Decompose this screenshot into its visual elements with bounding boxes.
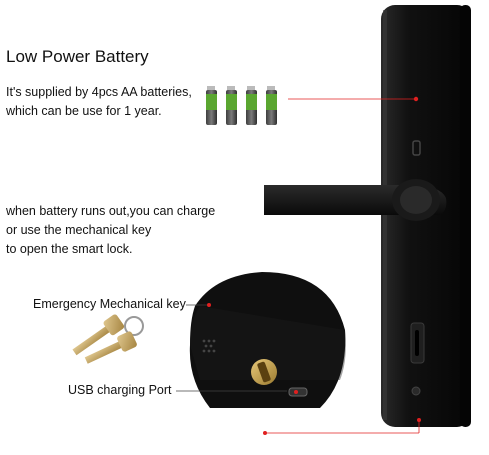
charge-description-line: when battery runs out,you can charge xyxy=(6,204,216,218)
battery-description: It's supplied by 4pcs AA batteries, whic… xyxy=(6,83,192,121)
battery-icons xyxy=(206,86,277,125)
battery-description-line: which can be use for 1 year. xyxy=(6,104,162,118)
mechanical-key-label: Emergency Mechanical key xyxy=(33,297,186,311)
key-callout-line xyxy=(186,303,211,307)
magnified-detail xyxy=(189,272,346,408)
keys-icon xyxy=(72,314,144,364)
bottom-callout-line xyxy=(263,418,421,435)
battery-callout-line xyxy=(288,96,419,102)
charge-description: when battery runs out,you can charge or … xyxy=(6,202,215,259)
key-cylinder-icon xyxy=(251,359,277,385)
sensor-icon xyxy=(412,140,421,156)
charge-description-line: to open the smart lock. xyxy=(6,242,133,256)
keyhole-icon xyxy=(410,322,425,396)
battery-description-line: It's supplied by 4pcs AA batteries, xyxy=(6,85,192,99)
usb-port-label: USB charging Port xyxy=(68,383,172,397)
charge-description-line: or use the mechanical key xyxy=(6,223,152,237)
page-title: Low Power Battery xyxy=(6,47,149,66)
usb-port-icon xyxy=(288,387,308,397)
door-handle xyxy=(264,179,447,221)
